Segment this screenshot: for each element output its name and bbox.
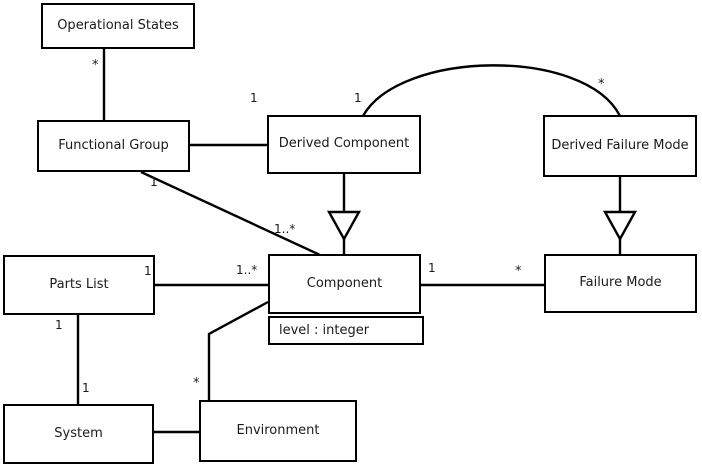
class-box-environment[interactable]: Environment — [199, 400, 357, 462]
class-name-system: System — [54, 425, 103, 441]
class-name-derived-component: Derived Component — [278, 136, 410, 152]
generalization-triangle-failure-mode — [602, 210, 638, 242]
multiplicity-component-parts-list: 1..* — [236, 263, 258, 277]
multiplicity-operational-states-functional-group: * — [92, 58, 99, 73]
multiplicity-parts-list-system: 1 — [55, 318, 63, 332]
attribute-component-level: level : integer — [279, 323, 370, 338]
class-box-derived-failure-mode[interactable]: Derived Failure Mode — [543, 115, 697, 177]
multiplicity-functional-group-component: 1 — [150, 175, 158, 189]
multiplicity-derived-component-arc: 1 — [354, 91, 362, 105]
class-box-functional-group[interactable]: Functional Group — [37, 120, 190, 172]
class-box-derived-component[interactable]: Derived Component — [267, 115, 421, 174]
class-name-failure-mode: Failure Mode — [579, 275, 662, 291]
multiplicity-parts-list-component: 1 — [144, 264, 152, 278]
multiplicity-failure-mode-component: * — [515, 264, 522, 279]
class-box-failure-mode[interactable]: Failure Mode — [544, 254, 697, 313]
class-box-parts-list[interactable]: Parts List — [3, 255, 155, 315]
multiplicity-component-failure-mode: 1 — [428, 261, 436, 275]
multiplicity-functional-group-derived-component: 1 — [250, 91, 258, 105]
attribute-compartment-component[interactable]: level : integer — [268, 316, 424, 345]
generalization-triangle-component — [326, 210, 362, 242]
multiplicity-derived-failure-mode-arc: * — [598, 77, 605, 92]
multiplicity-environment-component: * — [193, 376, 200, 391]
multiplicity-system-parts-list: 1 — [82, 381, 90, 395]
class-name-derived-failure-mode: Derived Failure Mode — [551, 137, 689, 153]
edge-functional-group-component — [140, 170, 321, 257]
class-name-functional-group: Functional Group — [58, 137, 169, 153]
edge-derived-component-derived-failure-mode — [361, 64, 622, 117]
class-name-parts-list: Parts List — [49, 276, 109, 292]
class-name-operational-states: Operational States — [57, 17, 179, 33]
class-box-operational-states[interactable]: Operational States — [41, 3, 195, 49]
class-box-system[interactable]: System — [3, 404, 154, 464]
class-box-component[interactable]: Component — [268, 254, 421, 314]
edge-environment-component — [207, 300, 269, 401]
class-name-environment: Environment — [236, 422, 320, 438]
multiplicity-component-functional-group: 1..* — [274, 222, 296, 236]
class-name-component: Component — [306, 275, 383, 291]
